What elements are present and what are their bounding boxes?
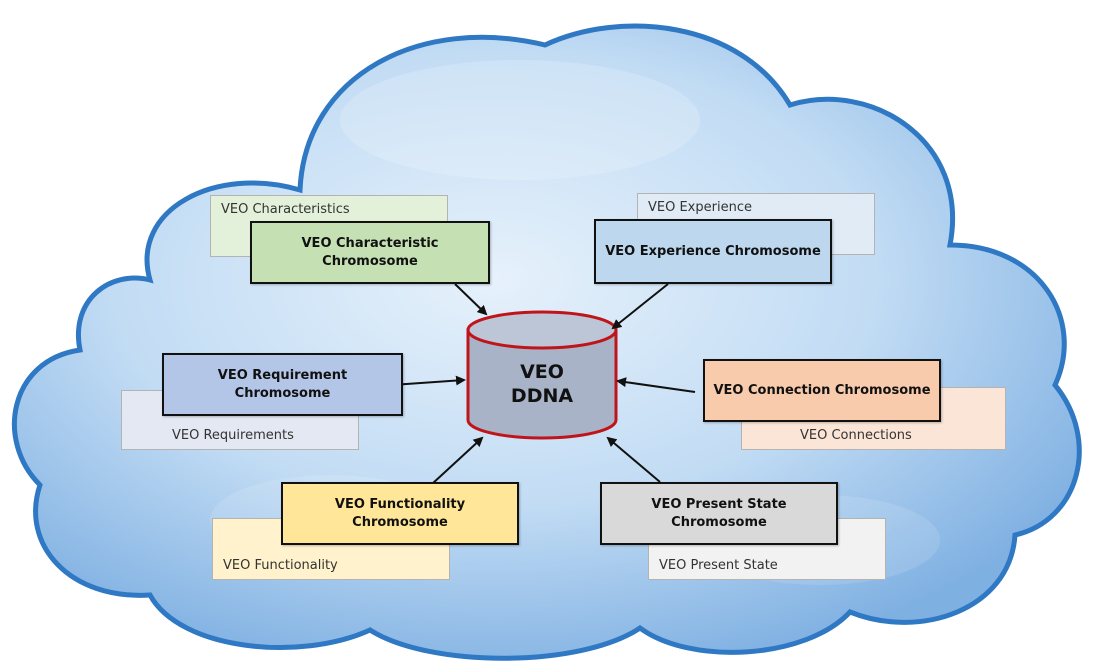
arrow-requirement <box>391 375 466 386</box>
source-label: VEO Functionality <box>223 558 338 573</box>
characteristic-chromosome-box: VEO Characteristic Chromosome <box>250 221 490 284</box>
connection-chromosome-box: VEO Connection Chromosome <box>703 359 941 422</box>
arrow-characteristic <box>454 283 488 316</box>
chromosome-label: VEO Functionality Chromosome <box>334 496 466 530</box>
database-label: VEO DDNA <box>468 360 616 408</box>
database-label-line1: VEO <box>520 361 564 383</box>
source-label: VEO Present State <box>659 558 778 573</box>
source-label: VEO Connections <box>800 428 912 443</box>
database-cylinder <box>466 310 618 440</box>
requirement-chromosome-box: VEO Requirement Chromosome <box>162 353 403 416</box>
cylinder-body <box>466 328 618 440</box>
arrow-functionality <box>431 436 484 485</box>
chromosome-label: VEO Requirement Chromosome <box>217 367 348 401</box>
functionality-chromosome-box: VEO Functionality Chromosome <box>281 482 519 545</box>
source-label: VEO Requirements <box>172 428 294 443</box>
present-state-chromosome-box: VEO Present State Chromosome <box>600 482 838 545</box>
connector-arrows <box>391 283 696 485</box>
arrow-connection <box>616 377 696 393</box>
cylinder-top <box>466 310 618 350</box>
cloud-highlight <box>340 60 700 180</box>
arrow-experience <box>611 283 669 330</box>
chromosome-label: VEO Present State Chromosome <box>651 496 787 530</box>
experience-chromosome-box: VEO Experience Chromosome <box>594 219 832 284</box>
database-label-line2: DDNA <box>510 385 574 407</box>
chromosome-label: VEO Connection Chromosome <box>713 382 931 398</box>
source-label: VEO Experience <box>648 200 752 215</box>
arrow-present-state <box>606 436 661 483</box>
chromosome-label: VEO Characteristic Chromosome <box>301 235 439 269</box>
source-label: VEO Characteristics <box>221 202 350 217</box>
chromosome-label: VEO Experience Chromosome <box>605 243 821 259</box>
